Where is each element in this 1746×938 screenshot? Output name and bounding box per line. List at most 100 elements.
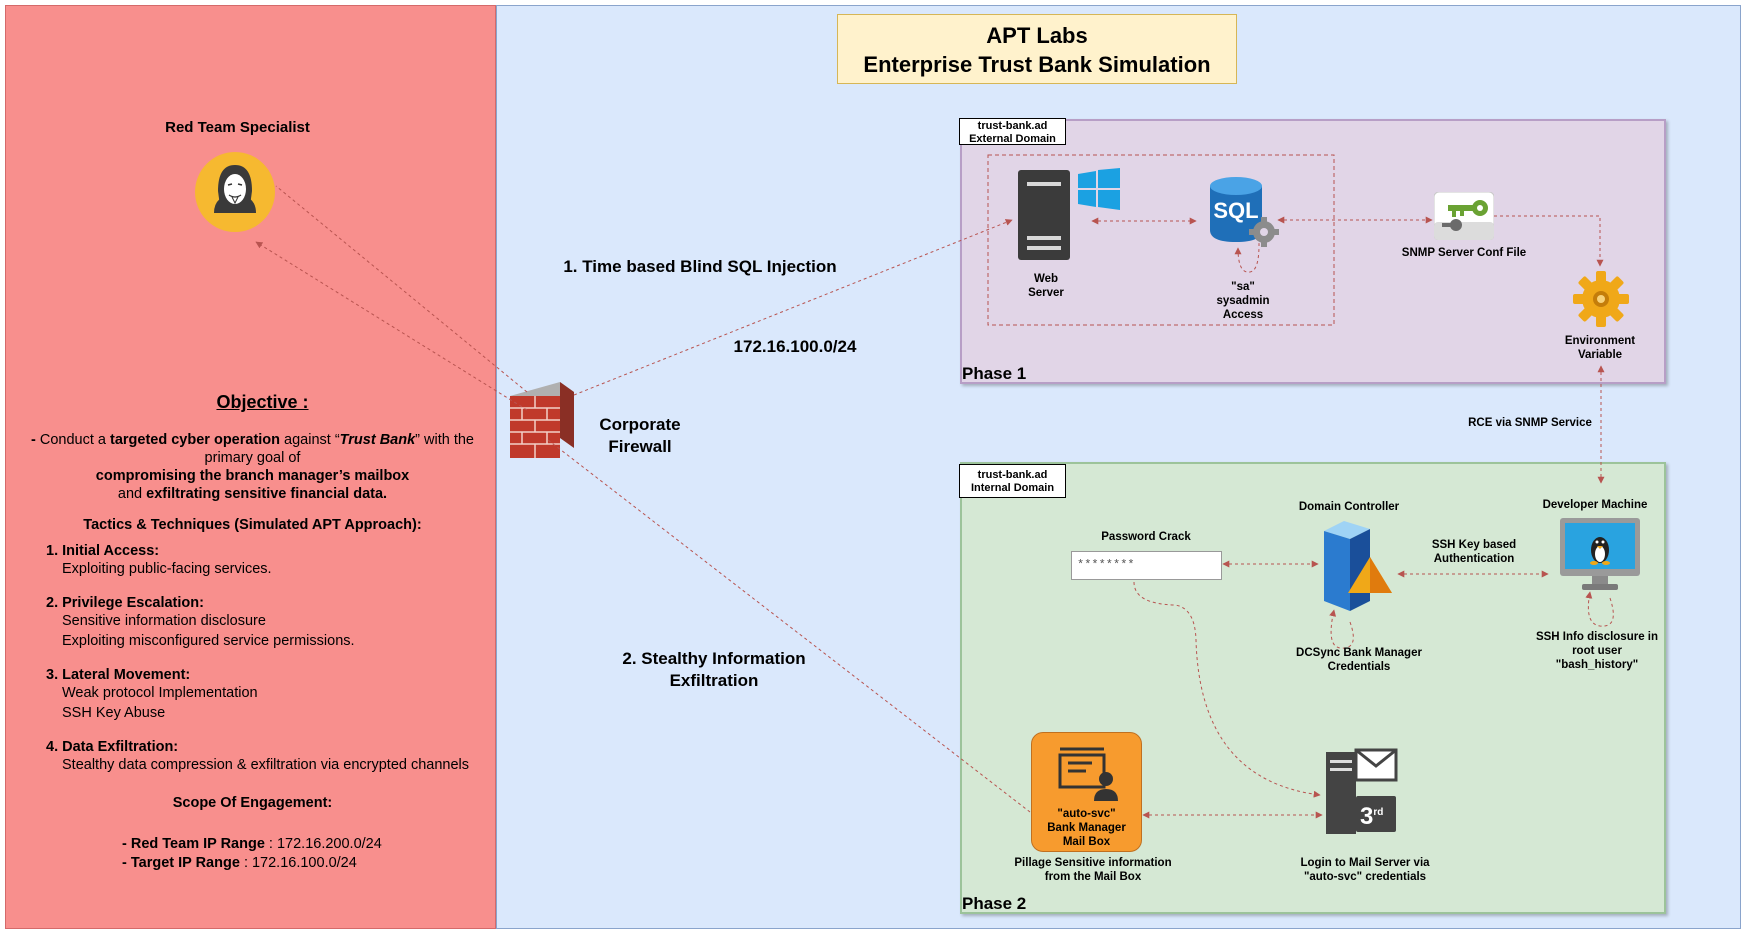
pillage-line-1: Pillage Sensitive information	[1014, 857, 1172, 869]
sql-access-label: "sa" sysadmin Access	[1193, 280, 1293, 322]
environment-variable-line-1: Environment	[1564, 335, 1636, 347]
scope-heading: Scope Of Engagement:	[172, 795, 333, 811]
attack-path-2-label: 2. Stealthy Information Exfiltration	[604, 648, 824, 692]
dcsync-line-2: Credentials	[1327, 661, 1391, 673]
scope-target-value: : 172.16.100.0/24	[243, 855, 357, 871]
tactic-3: 3. Lateral Movement: Weak protocol Imple…	[46, 667, 485, 723]
web-server-label-line-2: Server	[1028, 287, 1064, 299]
linux-computer-icon	[1560, 518, 1640, 592]
connector-dev-self-loop	[1585, 591, 1614, 627]
scope-red-team-value: : 172.16.200.0/24	[268, 836, 382, 852]
scope-red-team-key: - Red Team IP Range	[122, 836, 265, 852]
domain-controller-icon	[1322, 517, 1394, 613]
attack-path-2-line-2: Exfiltration	[669, 671, 759, 690]
tactic-2-line-2: Exploiting misconfigured service permiss…	[62, 633, 355, 649]
external-domain-label: trust-bank.ad External Domain	[959, 118, 1066, 145]
mail-server-badge: 3rd	[1360, 800, 1383, 830]
rce-label: RCE via SNMP Service	[1468, 417, 1592, 429]
tactic-2: 2. Privilege Escalation: Sensitive infor…	[46, 595, 485, 651]
connector-dc-self-loop	[1329, 609, 1354, 649]
gear-icon	[1572, 270, 1630, 328]
web-server-label: Web Server	[1006, 272, 1086, 300]
title-line-1: APT Labs	[986, 23, 1088, 48]
ssh-auth-label: SSH Key based Authentication	[1414, 538, 1534, 566]
environment-variable-line-2: Variable	[1577, 349, 1623, 361]
sql-icon-text: SQL	[1213, 198, 1258, 223]
firewall-label-line-1: Corporate	[599, 415, 681, 434]
attack-path-1-label: 1. Time based Blind SQL Injection	[563, 257, 837, 276]
objective-text-g: and	[117, 486, 143, 502]
firewall-label: Corporate Firewall	[580, 414, 700, 458]
mail-user-icon	[1058, 747, 1118, 801]
connector-firewall-to-red-team-2	[255, 241, 528, 411]
login-mail-server-line-2: "auto-svc" credentials	[1303, 871, 1427, 883]
login-mail-server-line-1: Login to Mail Server via	[1300, 857, 1430, 869]
firewall-label-line-2: Firewall	[608, 437, 672, 456]
firewall-icon	[510, 382, 574, 462]
web-server-icon	[1018, 168, 1122, 262]
ssh-info-line-3: "bash_history"	[1555, 659, 1639, 671]
scope-red-team: - Red Team IP Range : 172.16.200.0/24	[122, 835, 485, 854]
mail-server-icon: 3rd	[1326, 748, 1398, 838]
key-icon	[1433, 191, 1495, 241]
phase-2-label: Phase 2	[962, 894, 1027, 913]
web-sql-group-border	[987, 154, 1335, 326]
tactic-4-title: 4. Data Exfiltration:	[46, 739, 179, 755]
objective-text-h: exfiltrating sensitive financial data.	[146, 486, 388, 502]
mailbox-line-3: Mail Box	[1062, 836, 1111, 848]
dcsync-line-1: DCSync Bank Manager	[1296, 647, 1422, 659]
red-team-label: Red Team Specialist	[165, 119, 310, 136]
subnet-label: 172.16.100.0/24	[733, 337, 857, 356]
pillage-line-2: from the Mail Box	[1044, 871, 1142, 883]
objective-text-a: Conduct a	[39, 432, 106, 448]
tactic-1-title: 1. Initial Access:	[46, 543, 160, 559]
tactic-2-line-1: Sensitive information disclosure	[62, 613, 266, 629]
ssh-auth-line-2: Authentication	[1433, 553, 1515, 565]
login-mail-server-label: Login to Mail Server via "auto-svc" cred…	[1280, 856, 1450, 884]
phase-1-box	[960, 119, 1666, 384]
sql-access-line-2: sysadmin	[1216, 295, 1270, 307]
objective-section: Objective : - Conduct a targeted cyber o…	[20, 392, 485, 873]
tactic-3-line-1: Weak protocol Implementation	[62, 685, 258, 701]
tactic-4: 4. Data Exfiltration: Stealthy data comp…	[46, 739, 485, 775]
attack-path-2-line-1: 2. Stealthy Information	[622, 649, 806, 668]
developer-machine-label: Developer Machine	[1542, 499, 1648, 511]
external-domain-line-1: trust-bank.ad	[977, 120, 1048, 132]
phase-1-label: Phase 1	[962, 364, 1027, 383]
objective-text-b: targeted cyber operation	[110, 432, 281, 448]
snmp-conf-label: SNMP Server Conf File	[1401, 247, 1527, 259]
tactic-1: 1. Initial Access: Exploiting public-fac…	[46, 543, 485, 579]
connector-sql-self-loop	[1234, 224, 1260, 273]
tactic-2-title: 2. Privilege Escalation:	[46, 595, 204, 611]
connector-firewall-to-mailbox	[547, 439, 1031, 813]
connector-firewall-to-web-server	[573, 219, 1013, 396]
pillage-label: Pillage Sensitive information from the M…	[1003, 856, 1183, 884]
scope-list: - Red Team IP Range : 172.16.200.0/24 - …	[122, 835, 485, 873]
mailbox-card: "auto-svc" Bank Manager Mail Box	[1031, 732, 1142, 852]
objective-text-d: Trust Bank	[339, 432, 416, 448]
objective-bullet: -	[30, 432, 36, 448]
connector-password-to-mailserver	[1133, 581, 1321, 798]
internal-domain-line-2: Internal Domain	[970, 482, 1055, 494]
tactics-heading: Tactics & Techniques (Simulated APT Appr…	[83, 517, 422, 533]
objective-description: - Conduct a targeted cyber operation aga…	[20, 431, 485, 503]
password-crack-label: Password Crack	[1101, 531, 1191, 543]
mail-server-badge-sup: rd	[1373, 807, 1384, 818]
objective-heading: Objective :	[216, 392, 309, 412]
mail-server-badge-num: 3	[1360, 803, 1374, 830]
scope-target-key: - Target IP Range	[122, 855, 240, 871]
sql-access-line-1: "sa"	[1231, 281, 1255, 293]
ssh-info-line-2: root user	[1572, 645, 1622, 657]
tactic-3-title: 3. Lateral Movement:	[46, 667, 191, 683]
objective-text-e: ” with the primary goal of	[204, 432, 474, 466]
connector-firewall-to-red-team	[275, 185, 528, 393]
environment-variable-label: Environment Variable	[1550, 334, 1650, 362]
diagram-title: APT Labs Enterprise Trust Bank Simulatio…	[837, 14, 1237, 84]
sql-access-line-3: Access	[1222, 309, 1264, 321]
mailbox-label: "auto-svc" Bank Manager Mail Box	[1032, 807, 1141, 849]
tactic-1-line-1: Exploiting public-facing services.	[62, 561, 272, 577]
ssh-info-line-1: SSH Info disclosure in	[1535, 631, 1659, 643]
dcsync-label: DCSync Bank Manager Credentials	[1284, 646, 1434, 674]
sql-database-icon: SQL	[1208, 176, 1284, 252]
